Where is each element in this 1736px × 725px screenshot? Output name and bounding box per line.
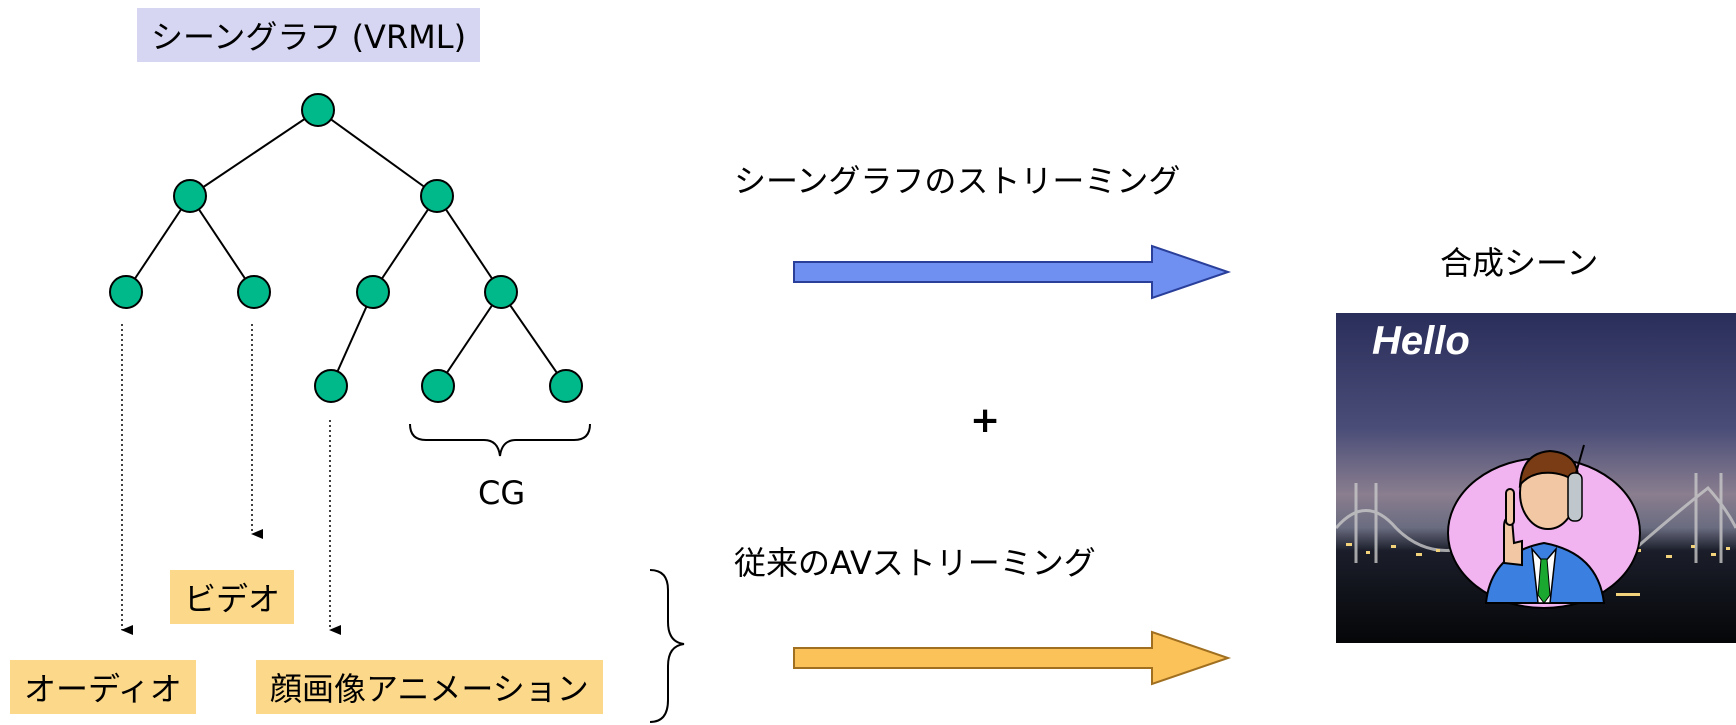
video-box: ビデオ [170, 570, 295, 624]
cg-label: CG [478, 474, 526, 512]
night-city-background [1336, 444, 1736, 609]
blue-stream-arrow [793, 244, 1232, 300]
tree-node [301, 93, 335, 127]
composite-scene-image: Hello [1336, 313, 1736, 643]
tree-nodes [109, 93, 583, 403]
tree-node [421, 369, 455, 403]
tree-node [420, 179, 454, 213]
tree-node [173, 179, 207, 213]
cg-brace [409, 423, 591, 457]
tree-node [484, 275, 518, 309]
orange-stream-arrow [793, 630, 1232, 686]
plus-sign: + [970, 400, 1001, 441]
tree-node [549, 369, 583, 403]
av-streaming-label: 従来のAVストリーミング [734, 544, 1096, 582]
tree-edges [125, 109, 567, 387]
tree-node [314, 369, 348, 403]
scene-graph-streaming-label: シーングラフのストリーミング [734, 162, 1181, 200]
audio-box: オーディオ [10, 660, 196, 714]
tree-node [109, 275, 143, 309]
scene-graph-title: シーングラフ (VRML) [137, 8, 481, 62]
hello-text: Hello [1372, 319, 1470, 363]
tree-node [237, 275, 271, 309]
composite-scene-title: 合成シーン [1440, 244, 1599, 282]
tree-node [356, 275, 390, 309]
media-brace [649, 569, 685, 723]
face-animation-box: 顔画像アニメーション [256, 660, 603, 714]
